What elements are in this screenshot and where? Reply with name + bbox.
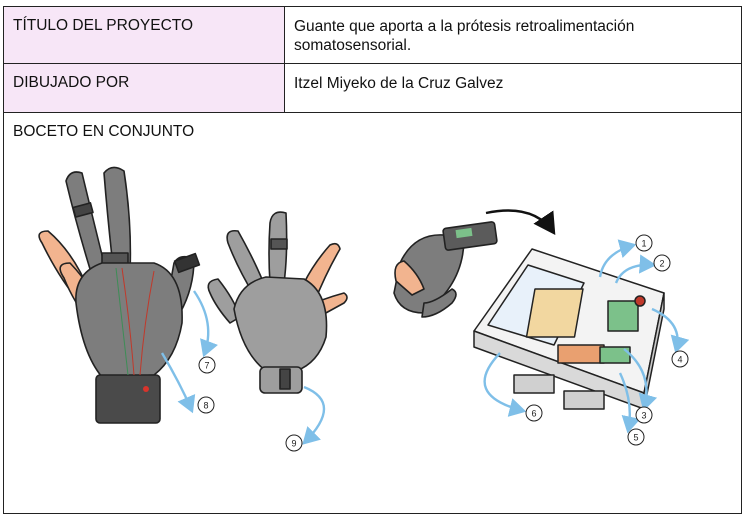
callout-9: 9: [285, 434, 303, 452]
svg-text:7: 7: [204, 361, 209, 371]
drawn-by-value: Itzel Miyeko de la Cruz Galvez: [284, 63, 742, 113]
callout-1: 1: [635, 234, 653, 252]
callout-7: 7: [198, 356, 216, 374]
assembly-arrow: [485, 209, 556, 235]
row-sketch: BOCETO EN CONJUNTO: [3, 112, 742, 514]
svg-text:3: 3: [641, 411, 646, 421]
assembly-sketch: 7 8 9 6: [38, 166, 690, 452]
row-project-title: TÍTULO DEL PROYECTO Guante que aporta a …: [3, 6, 742, 64]
svg-text:6: 6: [531, 409, 536, 419]
glove-palm-view: [207, 211, 348, 394]
electronics-enclosure: [473, 248, 665, 410]
callout-6: 6: [525, 404, 543, 422]
svg-text:1: 1: [641, 239, 646, 249]
callout-2: 2: [653, 254, 671, 272]
glove-back-view: [38, 166, 201, 424]
callout-4: 4: [671, 350, 689, 368]
callout-5: 5: [627, 428, 645, 446]
leader-lines: [160, 239, 690, 445]
sketch-title: BOCETO EN CONJUNTO: [13, 123, 195, 140]
svg-text:2: 2: [659, 259, 664, 269]
svg-text:8: 8: [203, 401, 208, 411]
project-title-value: Guante que aporta a la prótesis retroali…: [284, 6, 742, 64]
drawn-by-label: DIBUJADO POR: [3, 63, 285, 113]
svg-text:4: 4: [677, 355, 682, 365]
project-title-label: TÍTULO DEL PROYECTO: [3, 6, 285, 64]
callout-3: 3: [635, 406, 653, 424]
hand-with-device: [393, 221, 498, 318]
callout-numbers: 7 8 9 6: [197, 234, 689, 452]
project-table: TÍTULO DEL PROYECTO Guante que aporta a …: [3, 6, 742, 514]
row-drawn-by: DIBUJADO POR Itzel Miyeko de la Cruz Gal…: [3, 63, 742, 113]
sketch-cell: BOCETO EN CONJUNTO: [3, 112, 742, 514]
svg-text:5: 5: [633, 433, 638, 443]
callout-8: 8: [197, 396, 215, 414]
svg-text:9: 9: [291, 439, 296, 449]
